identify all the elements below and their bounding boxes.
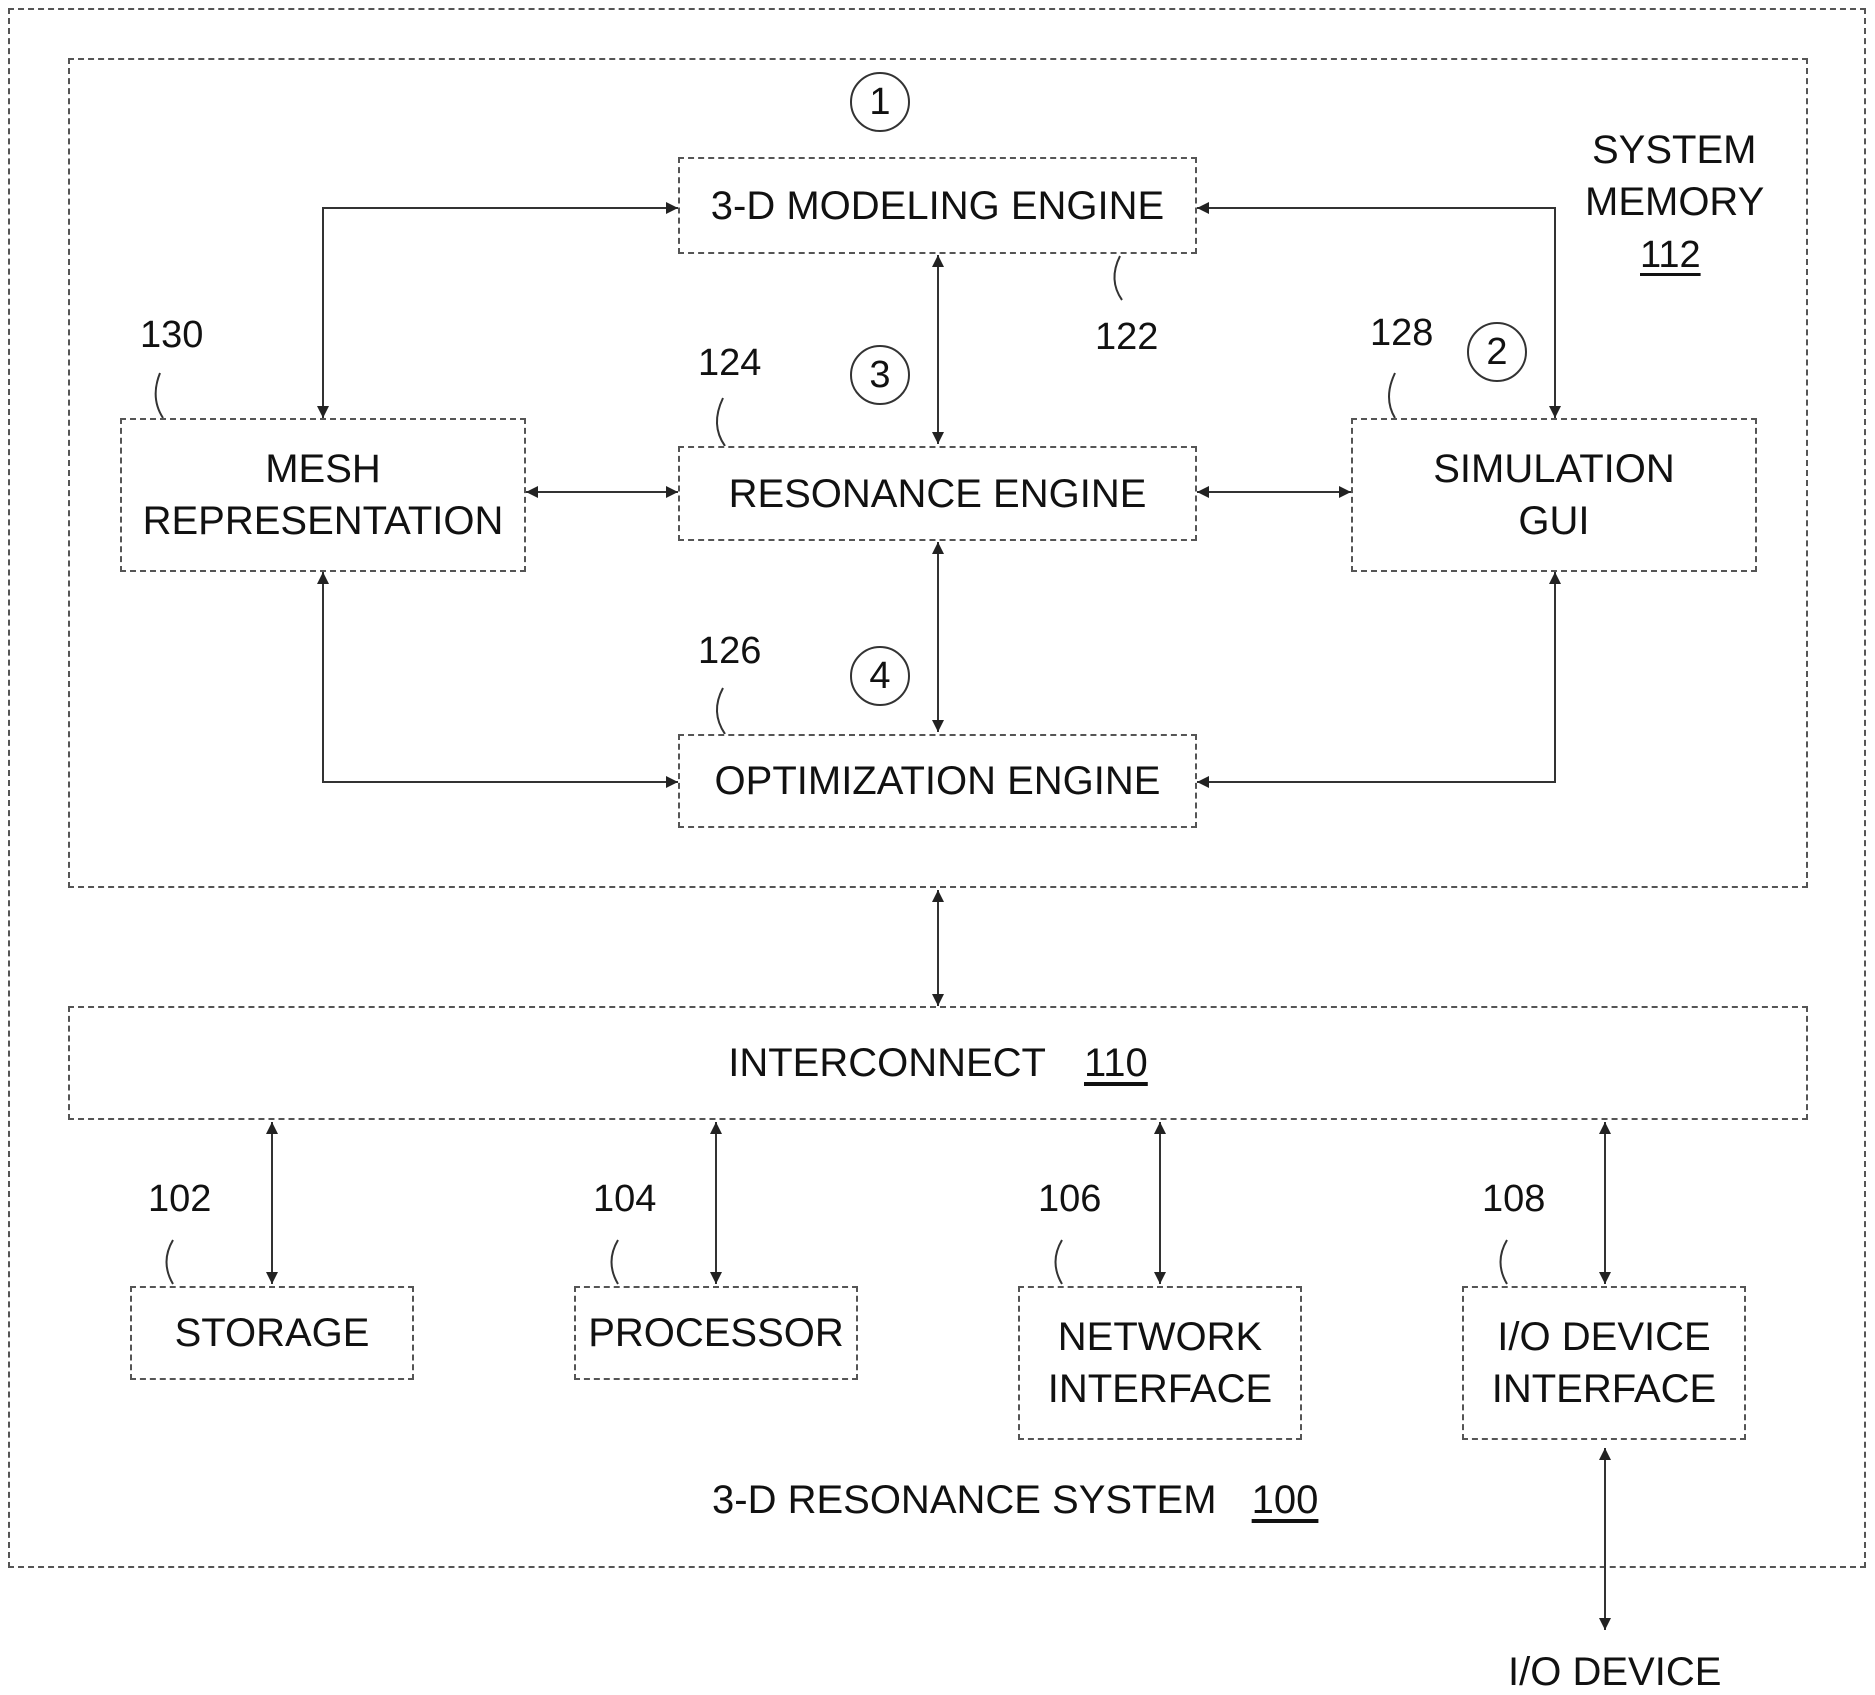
leader-122 — [1114, 256, 1122, 300]
resonance-ref: 124 — [698, 344, 761, 382]
simulation-optimization-connector — [1197, 572, 1555, 782]
processor-label: PROCESSOR — [588, 1307, 844, 1359]
simulation-gui-box: SIMULATION GUI — [1351, 418, 1757, 572]
storage-label: STORAGE — [175, 1307, 370, 1359]
io-interface-label-line1: I/O DEVICE — [1492, 1311, 1716, 1363]
mesh-label-line2: REPRESENTATION — [143, 495, 504, 547]
storage-ref: 102 — [148, 1180, 211, 1218]
processor-ref: 104 — [593, 1180, 656, 1218]
system-title-label: 3-D RESONANCE SYSTEM — [712, 1478, 1217, 1522]
leader-128 — [1389, 373, 1395, 418]
resonance-engine-label: RESONANCE ENGINE — [729, 468, 1147, 520]
io-interface-label-line2: INTERFACE — [1492, 1363, 1716, 1415]
step-1-circle: 1 — [850, 72, 910, 132]
interconnect-box: INTERCONNECT 110 — [68, 1006, 1808, 1120]
network-label-line1: NETWORK — [1048, 1311, 1272, 1363]
leader-130 — [156, 373, 163, 418]
system-memory-label: SYSTEM — [1592, 130, 1756, 170]
leader-106 — [1056, 1240, 1063, 1284]
system-title: 3-D RESONANCE SYSTEM 100 — [712, 1480, 1318, 1520]
network-interface-box: NETWORK INTERFACE — [1018, 1286, 1302, 1440]
step-3-circle: 3 — [850, 345, 910, 405]
mesh-representation-box: MESH REPRESENTATION — [120, 418, 526, 572]
leader-102 — [167, 1240, 174, 1284]
leader-104 — [612, 1240, 619, 1284]
system-title-ref: 100 — [1252, 1478, 1319, 1522]
interconnect-ref: 110 — [1084, 1037, 1148, 1089]
interconnect-label: INTERCONNECT — [728, 1037, 1046, 1089]
network-label-line2: INTERFACE — [1048, 1363, 1272, 1415]
processor-box: PROCESSOR — [574, 1286, 858, 1380]
mesh-optimization-connector — [323, 572, 678, 782]
io-device-label: I/O DEVICE — [1508, 1652, 1721, 1692]
resonance-engine-box: RESONANCE ENGINE — [678, 446, 1197, 541]
mesh-modeling-connector — [323, 208, 678, 418]
step-2-circle: 2 — [1467, 322, 1527, 382]
system-memory-ref: 112 — [1640, 236, 1701, 274]
simulation-label-line1: SIMULATION — [1433, 443, 1675, 495]
io-interface-ref: 108 — [1482, 1180, 1545, 1218]
storage-box: STORAGE — [130, 1286, 414, 1380]
leader-126 — [717, 688, 725, 734]
optimization-ref: 126 — [698, 632, 761, 670]
leader-108 — [1501, 1240, 1508, 1284]
modeling-engine-label: 3-D MODELING ENGINE — [711, 180, 1164, 232]
simulation-label-line2: GUI — [1433, 495, 1675, 547]
system-memory-label-2: MEMORY — [1585, 182, 1764, 222]
modeling-engine-box: 3-D MODELING ENGINE — [678, 157, 1197, 254]
optimization-engine-box: OPTIMIZATION ENGINE — [678, 734, 1197, 828]
mesh-label-line1: MESH — [143, 443, 504, 495]
io-device-interface-box: I/O DEVICE INTERFACE — [1462, 1286, 1746, 1440]
leader-124 — [717, 398, 725, 446]
simulation-ref: 128 — [1370, 314, 1433, 352]
modeling-ref: 122 — [1095, 318, 1158, 356]
network-ref: 106 — [1038, 1180, 1101, 1218]
step-4-circle: 4 — [850, 646, 910, 706]
optimization-engine-label: OPTIMIZATION ENGINE — [715, 755, 1161, 807]
mesh-ref: 130 — [140, 316, 203, 354]
